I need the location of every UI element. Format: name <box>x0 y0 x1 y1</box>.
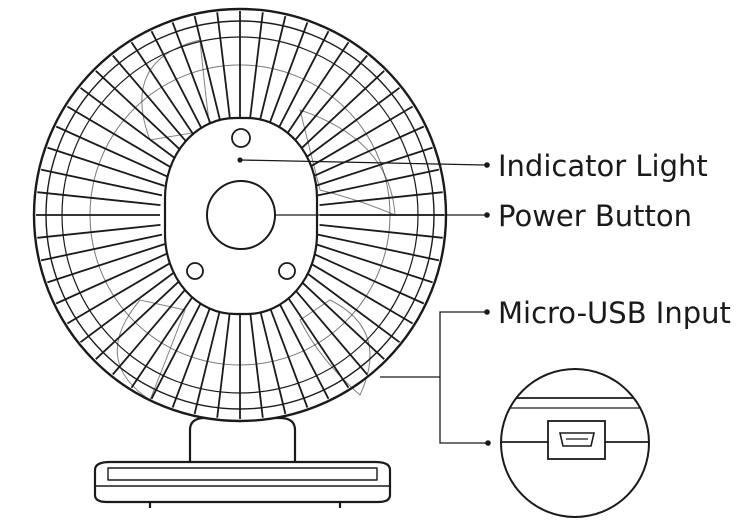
power-button[interactable] <box>206 180 276 250</box>
grille-spoke <box>37 191 161 206</box>
grille-spoke <box>150 293 207 400</box>
grille-spoke <box>248 302 264 418</box>
grille-spoke <box>295 276 385 360</box>
grille-spoke <box>307 261 414 325</box>
grille-spoke <box>130 288 199 389</box>
grille-spoke <box>317 233 440 262</box>
fan-base <box>93 416 392 508</box>
grille-spoke <box>273 30 330 137</box>
grille-spoke <box>112 54 191 147</box>
grille-spoke <box>40 233 163 262</box>
grille-spoke <box>66 261 173 325</box>
grille-spoke <box>171 22 215 133</box>
grille-spoke <box>281 288 350 389</box>
grille-spoke <box>281 41 350 142</box>
grille-spoke <box>307 105 414 169</box>
grille-spoke <box>317 168 440 197</box>
grille-spoke <box>55 125 169 178</box>
left-screw-icon <box>186 262 204 280</box>
indicator-light-label: Indicator Light <box>498 149 708 183</box>
control-hub <box>163 116 319 316</box>
grille-spoke <box>273 293 330 400</box>
grille-spoke <box>47 146 165 187</box>
grille-spoke <box>311 252 425 305</box>
grille-spoke <box>216 12 232 128</box>
grille-spoke <box>289 54 368 147</box>
grille-spoke <box>193 300 224 415</box>
grille-spoke <box>295 70 385 154</box>
grille-spoke <box>256 300 287 415</box>
grille-spoke <box>311 125 425 178</box>
grille-spoke <box>216 302 232 418</box>
grille-spoke <box>47 243 165 284</box>
grille-spoke <box>95 70 185 154</box>
micro-usb-zoom-inset <box>500 368 650 518</box>
grille-spoke <box>319 224 443 239</box>
grille-spoke <box>55 252 169 305</box>
grille-spoke <box>265 297 309 408</box>
top-screw-icon <box>231 128 251 148</box>
grille-spoke <box>319 191 443 206</box>
grille-spoke <box>66 105 173 169</box>
grille-spoke <box>112 283 191 376</box>
grille-spoke <box>37 224 161 239</box>
grille-spoke <box>315 146 433 187</box>
leader-lines <box>239 159 488 444</box>
grille-spoke <box>150 30 207 137</box>
grille-spoke <box>248 12 264 128</box>
grille-spokes <box>36 11 444 419</box>
grille-spoke <box>79 87 179 161</box>
grille-spoke <box>40 168 163 197</box>
grille-spoke <box>130 41 199 142</box>
grille-spoke <box>301 269 401 343</box>
grille-spoke <box>193 15 224 130</box>
grille-spoke <box>95 276 185 360</box>
right-screw-icon <box>278 262 296 280</box>
grille-spoke <box>289 283 368 376</box>
grille-spoke <box>315 243 433 284</box>
grille-spoke <box>256 15 287 130</box>
micro-usb-input-label: Micro-USB Input <box>498 296 731 330</box>
power-button-label: Power Button <box>498 199 692 233</box>
grille-spoke <box>79 269 179 343</box>
grille-spoke <box>171 297 215 408</box>
micro-usb-port-icon <box>547 420 606 460</box>
grille-spoke <box>265 22 309 133</box>
grille-spoke <box>301 87 401 161</box>
leader-dots <box>484 162 491 446</box>
